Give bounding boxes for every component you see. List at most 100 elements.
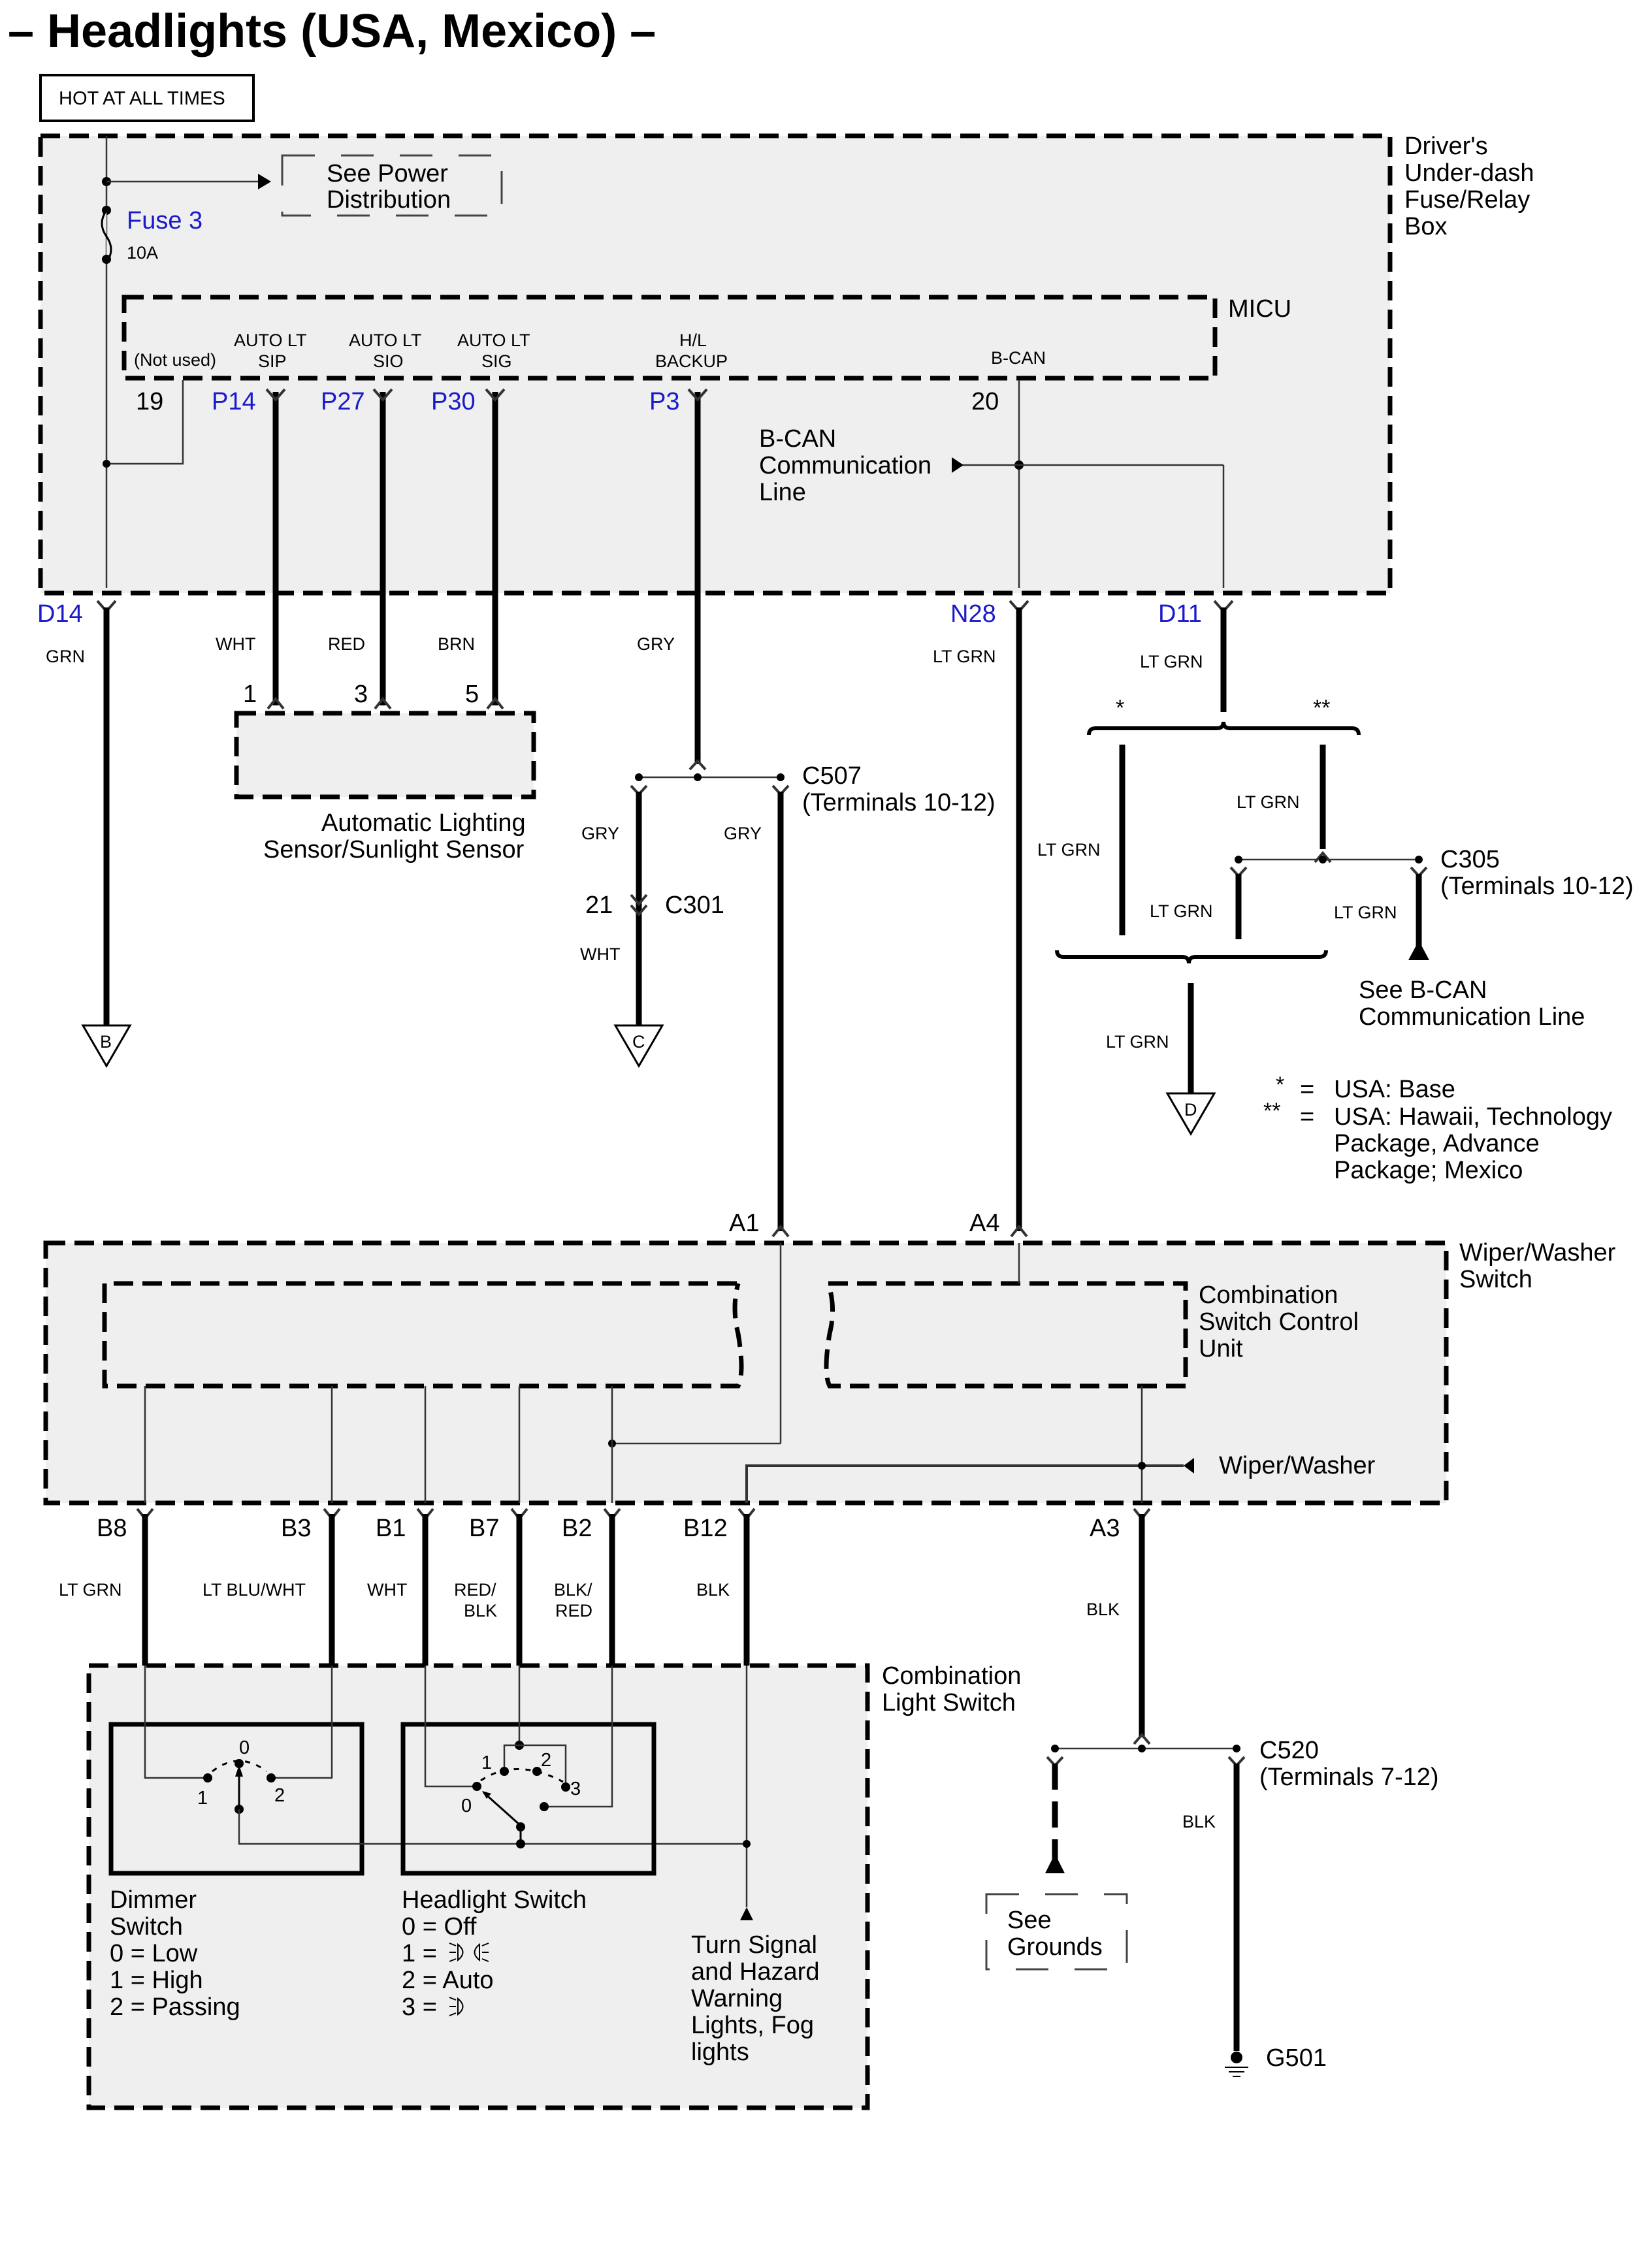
headlight-icon [449, 1997, 464, 2016]
micu-pin-number: P3 [649, 388, 679, 415]
turn-signal-ref: lights [691, 2039, 749, 2066]
offpage-label-d: D [1184, 1100, 1197, 1120]
pin-n28: N28 [950, 600, 996, 628]
headlight-contact-label: 0 [461, 1796, 472, 1816]
c305-label: C305 [1440, 846, 1500, 873]
wire-color-label: LT GRN [1140, 652, 1203, 671]
pin-b7: B7 [469, 1515, 499, 1542]
wire-color-label: BRN [438, 634, 475, 654]
page-title: – Headlights (USA, Mexico) – [8, 5, 656, 57]
c301-label: C301 [665, 892, 724, 919]
c301-connector-glyph [630, 894, 648, 917]
wiper-washer-switch [46, 1243, 1446, 1503]
wire-color-label: LT GRN [1106, 1032, 1169, 1052]
micu-pin-function: SIP [258, 351, 287, 371]
wiper-switch-internal-wires [144, 1243, 1184, 1503]
headlight-switch-title: Headlight Switch [402, 1886, 587, 1914]
wire-color-label: GRY [724, 824, 762, 843]
offpage-connector-d[interactable] [1165, 1092, 1216, 1136]
wire-color-label: RED/ [454, 1580, 496, 1600]
see-power-distribution-ref[interactable] [281, 154, 503, 217]
wire-color-label: BLK/ [554, 1580, 592, 1600]
dimmer-position: 0 = Low [110, 1940, 198, 1967]
wire-color-label: BLK [1182, 1812, 1216, 1831]
legend-mark: * [1276, 1072, 1284, 1097]
connector-glyph [1133, 1732, 1151, 1745]
dimmer-position: 2 = Passing [110, 1993, 240, 2021]
offpage-label-b: B [100, 1032, 112, 1052]
micu-pin-function: AUTO LT [349, 331, 422, 350]
headlight-position: 0 = Off [402, 1913, 477, 1941]
connector-glyph [267, 696, 285, 710]
connector-glyph [374, 696, 392, 710]
dimmer-title: Switch [110, 1913, 183, 1941]
pin-b2: B2 [562, 1515, 592, 1542]
option-brace [1055, 950, 1328, 964]
cscu-name: Unit [1199, 1335, 1243, 1362]
pin-b3: B3 [281, 1515, 311, 1542]
micu-pin-function: (Not used) [134, 350, 216, 370]
legend-text: USA: Base [1334, 1076, 1455, 1103]
see-power-line: See Power [327, 160, 448, 187]
micu-pin-function: B-CAN [991, 348, 1046, 368]
sensor-pin: 5 [465, 681, 479, 708]
connector-glyph [1010, 1224, 1028, 1238]
micu-pin-function: SIG [481, 351, 512, 371]
turn-signal-ref: Lights, Fog [691, 2012, 814, 2039]
fuse-rating: 10A [127, 243, 158, 263]
wire-color-label: GRY [581, 824, 619, 843]
dimmer-contact-label: 0 [239, 1737, 250, 1758]
sensor-pin: 3 [354, 681, 368, 708]
legend-text: USA: Hawaii, Technology [1334, 1103, 1612, 1131]
wire-color-label: BLK [464, 1601, 497, 1620]
headlight-contact-label: 1 [481, 1752, 492, 1773]
sensor-name: Sensor/Sunlight Sensor [263, 836, 525, 863]
micu-pin-number: 20 [971, 388, 999, 415]
legend-mark: ** [1263, 1099, 1280, 1123]
hot-at-all-times-label: HOT AT ALL TIMES [59, 88, 225, 109]
pin-a1: A1 [729, 1210, 759, 1237]
wiper-switch-name: Wiper/Washer [1459, 1239, 1616, 1266]
headlight-switch-schematic [424, 1666, 613, 1848]
pin-d11: D11 [1158, 600, 1202, 628]
micu-pin-function: SIO [373, 351, 404, 371]
pin-b1: B1 [376, 1515, 406, 1542]
see-grounds-label: Grounds [1007, 1933, 1103, 1961]
micu-pin-function: AUTO LT [457, 331, 530, 350]
see-grounds-ref[interactable] [985, 1893, 1128, 1971]
see-bcan-ref[interactable]: Communication Line [1359, 1003, 1585, 1031]
cscu-right-part [824, 1281, 1188, 1389]
option-star: ** [1313, 696, 1330, 720]
dimmer-title: Dimmer [110, 1886, 197, 1914]
wire-color-label: LT GRN [1037, 840, 1101, 860]
dimmer-contact-label: 2 [274, 1785, 285, 1806]
connector-glyph [771, 1224, 790, 1238]
dimmer-switch-box [108, 1722, 364, 1876]
micu-pin-number: P14 [212, 388, 256, 415]
combination-light-switch [89, 1666, 867, 2108]
c507-terminals: (Terminals 10-12) [802, 789, 996, 816]
micu-pin-function: H/L [679, 331, 707, 350]
turn-signal-ref: Turn Signal [691, 1931, 817, 1959]
micu-label: MICU [1228, 295, 1291, 323]
legend-text: Package; Mexico [1334, 1157, 1523, 1184]
offpage-connector-c[interactable] [613, 1024, 664, 1068]
cscu-left-part [102, 1281, 744, 1389]
offpage-connector-b[interactable] [81, 1024, 132, 1068]
output-wires [136, 1507, 1151, 1737]
cscu-name: Combination [1199, 1282, 1338, 1309]
fuse-box-name-line: Driver's [1404, 133, 1488, 160]
arrow-left-icon [1184, 1458, 1194, 1474]
micu-pin-number: P30 [431, 388, 476, 415]
wire-color-label: GRN [46, 647, 85, 666]
fuse-box-name-line: Fuse/Relay [1404, 186, 1530, 214]
see-bcan-ref[interactable]: See B-CAN [1359, 976, 1487, 1004]
see-power-line: Distribution [327, 186, 451, 214]
fuse-icon [101, 210, 112, 263]
auto-lighting-sensor-border [234, 711, 536, 799]
parking-and-headlight-icon [449, 1943, 489, 1962]
wiper-washer-ref: Wiper/Washer [1219, 1452, 1376, 1479]
wiper-switch-name: Switch [1459, 1266, 1532, 1293]
fuse-box-name: Driver's Under-dash Fuse/Relay Box [1404, 133, 1534, 240]
